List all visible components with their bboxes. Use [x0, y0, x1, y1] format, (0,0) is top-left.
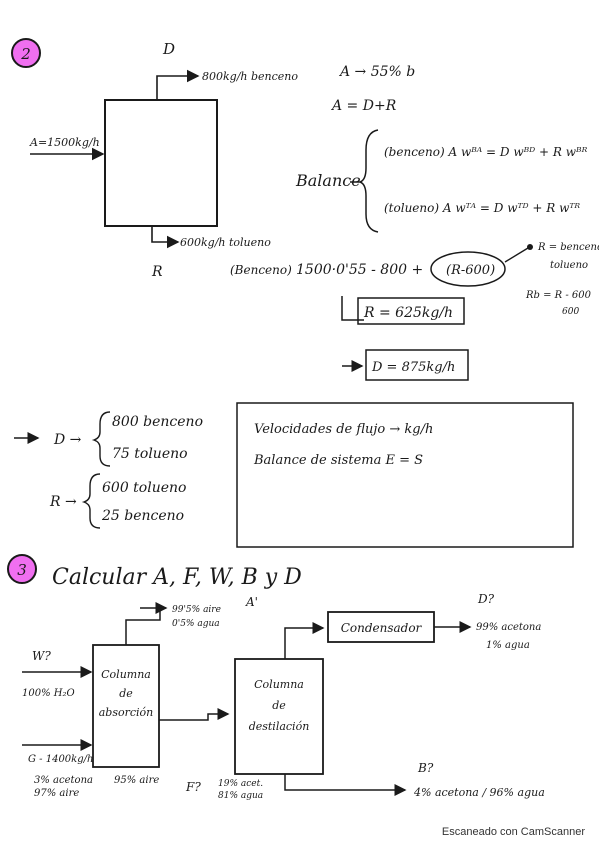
distillation-label-3: destilación: [249, 720, 310, 733]
problem-2-number: 2: [20, 45, 31, 63]
process-box-1: [104, 99, 218, 227]
condenser-label: Condensador: [341, 621, 423, 635]
notes-box: [236, 402, 574, 548]
result-r-pointer: [341, 296, 364, 321]
stream-f-label: F?: [185, 780, 201, 794]
problem-2-badge: [11, 38, 41, 68]
feed-a-label: A=1500kg/h: [29, 136, 100, 149]
result-r: R = 625kg/h: [363, 305, 453, 321]
r-circle: [430, 251, 506, 287]
eq-balance-benzene: (benceno) A wᴮᴬ = D wᴮᴰ + R wᴮᴿ: [384, 145, 588, 159]
result-r-box: [357, 297, 465, 325]
stream-b-comp: 4% acetona / 96% agua: [413, 786, 545, 799]
stream-d-prime-label: D?: [477, 592, 495, 606]
distillation-label-1: Columna: [254, 678, 304, 691]
notes-line2: Balance de sistema E = S: [253, 453, 423, 468]
scanner-watermark: Escaneado con CamScanner: [441, 826, 585, 838]
distillation-column: [234, 658, 324, 775]
r-minus-600: (R-600): [446, 263, 495, 278]
stream-d-label: D: [162, 40, 175, 58]
problem-3-badge: [7, 554, 37, 584]
note-rb-line2: 600: [562, 307, 579, 317]
eq-a-benzene: A → 55% b: [338, 64, 415, 80]
stream-g-comp2: 97% aire: [34, 788, 79, 799]
stream-f-comp2: 81% agua: [218, 791, 263, 801]
absorption-label-1: Columna: [101, 668, 151, 681]
benzene-balance-eq: 1500·0'55 - 800 +: [296, 262, 423, 278]
stream-b-arrow: [284, 774, 407, 796]
stream-r-arrow: [151, 226, 180, 249]
vapor-to-condenser: [284, 622, 325, 659]
stream-a-prime-label: A': [245, 595, 258, 609]
problem-3-number: 3: [17, 561, 27, 579]
summary-r-benzene: 25 benceno: [101, 508, 184, 524]
stream-r-value: 600kg/h tolueno: [180, 236, 271, 249]
result-d: D = 875kg/h: [371, 360, 455, 375]
stream-f-comp1: 19% acet.: [218, 779, 263, 789]
stream-f-comp-left: 95% aire: [114, 775, 159, 786]
stream-a-prime-comp2: 0'5% agua: [172, 619, 220, 629]
stream-b-label: B?: [417, 761, 434, 775]
note-connector: [504, 247, 529, 263]
absorption-label-3: absorción: [99, 706, 154, 719]
note-rb-line1: Rb = R - 600: [525, 290, 592, 301]
problem-3-title: Calcular A, F, W, B y D: [52, 565, 302, 590]
distillation-label-2: de: [272, 699, 286, 712]
stream-w-label: W?: [32, 649, 51, 663]
balance-brace: [350, 129, 379, 233]
notes-line1: Velocidades de flujo → kg/h: [254, 422, 433, 437]
summary-r-toluene: 600 tolueno: [102, 480, 186, 496]
note-r-line1: R = benceno y: [537, 242, 599, 253]
absorption-label-2: de: [119, 687, 133, 700]
result-d-box: [365, 349, 469, 381]
stream-d-arrow: [156, 69, 200, 100]
stream-d-prime-comp2: 1% agua: [486, 640, 530, 651]
eq-balance-toluene: (tolueno) A wᵀᴬ = D wᵀᴰ + R wᵀᴿ: [384, 201, 580, 215]
benzene-balance-tag: (Benceno): [230, 263, 292, 277]
stream-g-label: G - 1400kg/h: [28, 754, 93, 765]
stream-a-prime-line: [125, 607, 162, 645]
summary-r-label: R →: [49, 494, 77, 510]
summary-d-label: D →: [53, 432, 82, 448]
stream-g-comp1: 3% acetona: [34, 775, 93, 786]
summary-d-toluene: 75 tolueno: [112, 446, 188, 462]
note-dot: [527, 244, 533, 250]
summary-r-brace: [81, 473, 101, 529]
summary-d-benzene: 800 benceno: [112, 414, 203, 430]
stream-r-label: R: [151, 264, 163, 280]
stream-a-prime-comp1: 99'5% aire: [172, 605, 221, 615]
note-r-line2: tolueno: [550, 260, 588, 271]
stream-f-arrow: [159, 708, 230, 721]
eq-mass-balance: A = D+R: [330, 98, 397, 114]
summary-d-brace: [91, 411, 111, 467]
stream-w-comp: 100% H₂O: [22, 688, 75, 699]
stream-d-prime-comp1: 99% acetona: [476, 622, 541, 633]
stream-d-value: 800kg/h benceno: [202, 70, 298, 83]
balance-label: Balance: [295, 171, 361, 190]
